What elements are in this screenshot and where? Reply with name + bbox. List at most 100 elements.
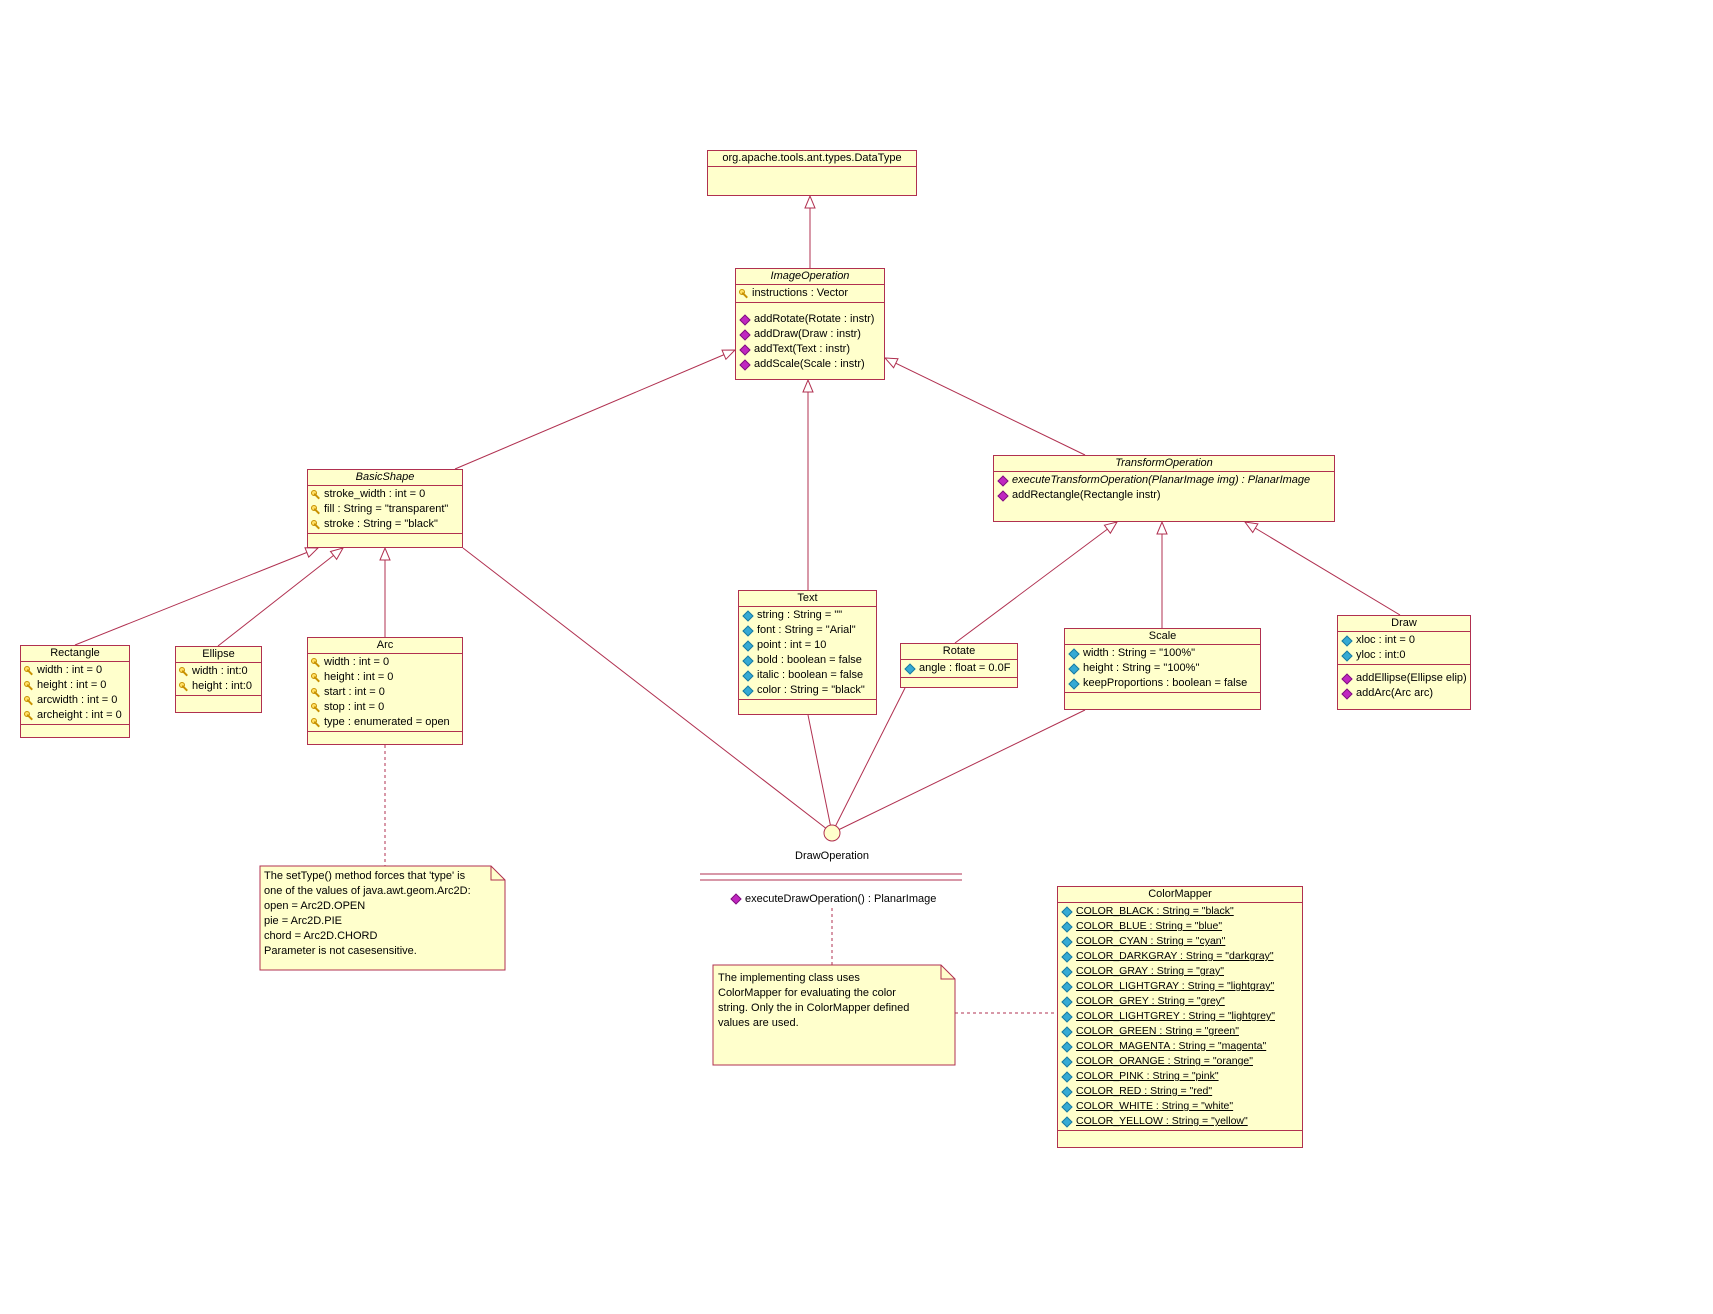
- attribute-row: COLOR_DARKGRAY : String = "darkgray": [1059, 949, 1301, 964]
- attribute: COLOR_GRAY : String = "gray": [1076, 965, 1224, 977]
- attribute-row: yloc : int:0: [1339, 648, 1469, 663]
- attribute: width : String = "100%": [1083, 647, 1196, 659]
- attribute-row: start : int = 0: [309, 685, 461, 700]
- class-colormapper[interactable]: ColorMapper COLOR_BLACK : String = "blac…: [1057, 886, 1303, 1148]
- note-arc-settype[interactable]: The setType() method forces that 'type' …: [264, 870, 471, 957]
- attribute-row: italic : boolean = false: [740, 668, 875, 683]
- attribute: font : String = "Arial": [757, 624, 856, 636]
- attribute-diamond-icon: [1061, 1055, 1073, 1068]
- note-colormapper-usage[interactable]: The implementing class uses ColorMapper …: [718, 972, 910, 1029]
- attribute: COLOR_GREEN : String = "green": [1076, 1025, 1239, 1037]
- attribute: height : String = "100%": [1083, 662, 1200, 674]
- attribute: COLOR_MAGENTA : String = "magenta": [1076, 1040, 1267, 1052]
- class-text[interactable]: Text string : String = "" font : String …: [738, 590, 877, 715]
- attribute-key-icon: [24, 695, 34, 706]
- attribute: instructions : Vector: [752, 287, 848, 299]
- attribute-row: COLOR_BLACK : String = "black": [1059, 904, 1301, 919]
- attribute-diamond-icon: [1061, 965, 1073, 978]
- class-scale[interactable]: Scale width : String = "100%" height : S…: [1064, 628, 1261, 710]
- empty-compartment: [1058, 1130, 1302, 1147]
- class-draw[interactable]: Draw xloc : int = 0 yloc : int:0 addElli…: [1337, 615, 1471, 710]
- method-icon: [997, 489, 1009, 502]
- attribute-diamond-icon: [1061, 1100, 1073, 1113]
- method: executeDrawOperation() : PlanarImage: [745, 892, 937, 905]
- attribute: COLOR_PINK : String = "pink": [1076, 1070, 1219, 1082]
- attribute-key-icon: [311, 702, 321, 713]
- method: addRectangle(Rectangle instr): [1012, 489, 1161, 501]
- attribute-key-icon: [311, 672, 321, 683]
- method-icon: [997, 474, 1009, 487]
- attribute: COLOR_WHITE : String = "white": [1076, 1100, 1234, 1112]
- attribute-key-icon: [24, 710, 34, 721]
- attribute-diamond-icon: [1061, 935, 1073, 948]
- class-arc-title: Arc: [308, 638, 462, 654]
- attribute: arcwidth : int = 0: [37, 694, 118, 706]
- interface-lollipop-icon[interactable]: [823, 824, 841, 842]
- attributes-compartment: xloc : int = 0 yloc : int:0: [1338, 632, 1470, 664]
- method: addText(Text : instr): [754, 343, 850, 355]
- interface-drawoperation-method: executeDrawOperation() : PlanarImage: [728, 891, 938, 906]
- attribute-row: COLOR_GREY : String = "grey": [1059, 994, 1301, 1009]
- attribute-diamond-icon: [1061, 950, 1073, 963]
- class-datatype[interactable]: org.apache.tools.ant.types.DataType: [707, 150, 917, 196]
- method: addArc(Arc arc): [1356, 687, 1434, 699]
- method-icon: [739, 313, 751, 326]
- note-arc-shape[interactable]: [259, 865, 506, 971]
- attribute-diamond-icon: [1068, 677, 1080, 690]
- attributes-compartment: width : int = 0 height : int = 0 start :…: [308, 654, 462, 731]
- method-row: addText(Text : instr): [737, 342, 883, 357]
- attribute-key-icon: [179, 681, 189, 692]
- class-datatype-title: org.apache.tools.ant.types.DataType: [708, 151, 916, 167]
- method: executeTransformOperation(PlanarImage im…: [1012, 474, 1311, 486]
- note-color-shape[interactable]: [712, 964, 956, 1066]
- method: addEllipse(Ellipse elip): [1356, 672, 1467, 684]
- class-colormapper-title: ColorMapper: [1058, 887, 1302, 903]
- attribute-row: height : int = 0: [22, 678, 128, 693]
- attribute: COLOR_ORANGE : String = "orange": [1076, 1055, 1253, 1067]
- attributes-compartment: COLOR_BLACK : String = "black" COLOR_BLU…: [1058, 903, 1302, 1130]
- attribute-row: archeight : int = 0: [22, 708, 128, 723]
- method-row: addDraw(Draw : instr): [737, 327, 883, 342]
- attribute-key-icon: [311, 717, 321, 728]
- attribute-diamond-icon: [742, 624, 754, 637]
- empty-compartment: [901, 677, 1017, 687]
- attribute: COLOR_LIGHTGREY : String = "lightgrey": [1076, 1010, 1275, 1022]
- class-rotate-title: Rotate: [901, 644, 1017, 660]
- class-rotate[interactable]: Rotate angle : float = 0.0F: [900, 643, 1018, 688]
- attribute: width : int = 0: [37, 664, 103, 676]
- attribute: COLOR_CYAN : String = "cyan": [1076, 935, 1226, 947]
- attributes-compartment: width : int = 0 height : int = 0 arcwidt…: [21, 662, 129, 724]
- class-rectangle[interactable]: Rectangle width : int = 0 height : int =…: [20, 645, 130, 738]
- generalization-rotate-transformoperation: [954, 521, 1119, 644]
- attributes-compartment: stroke_width : int = 0 fill : String = "…: [308, 486, 462, 533]
- attribute: bold : boolean = false: [757, 654, 862, 666]
- class-imageoperation[interactable]: ImageOperation instructions : Vector add…: [735, 268, 885, 380]
- attribute-diamond-icon: [742, 669, 754, 682]
- note-color-fold-icon: [940, 965, 955, 980]
- attributes-compartment: width : String = "100%" height : String …: [1065, 645, 1260, 692]
- class-basicshape[interactable]: BasicShape stroke_width : int = 0 fill :…: [307, 469, 463, 548]
- attribute: COLOR_DARKGRAY : String = "darkgray": [1076, 950, 1274, 962]
- class-rectangle-title: Rectangle: [21, 646, 129, 662]
- attribute-diamond-icon: [742, 609, 754, 622]
- class-transformoperation[interactable]: TransformOperation executeTransformOpera…: [993, 455, 1335, 522]
- class-scale-title: Scale: [1065, 629, 1260, 645]
- attribute-diamond-icon: [1061, 1115, 1073, 1128]
- empty-compartment: [739, 699, 876, 714]
- attribute-row: keepProportions : boolean = false: [1066, 676, 1259, 691]
- method-icon: [1341, 672, 1353, 685]
- attribute: type : enumerated = open: [324, 716, 450, 728]
- realization-rotate-drawoperation: [831, 687, 906, 834]
- class-arc[interactable]: Arc width : int = 0 height : int = 0 sta…: [307, 637, 463, 745]
- attribute-row: COLOR_LIGHTGRAY : String = "lightgray": [1059, 979, 1301, 994]
- attribute-diamond-icon: [1061, 905, 1073, 918]
- class-ellipse-title: Ellipse: [176, 647, 261, 663]
- method-row: addEllipse(Ellipse elip): [1339, 671, 1469, 686]
- attribute-key-icon: [311, 657, 321, 668]
- attribute-diamond-icon: [1061, 980, 1073, 993]
- method-row: addArc(Arc arc): [1339, 686, 1469, 701]
- attribute-row: angle : float = 0.0F: [902, 661, 1016, 676]
- attribute: keepProportions : boolean = false: [1083, 677, 1248, 689]
- class-ellipse[interactable]: Ellipse width : int:0 height : int:0: [175, 646, 262, 713]
